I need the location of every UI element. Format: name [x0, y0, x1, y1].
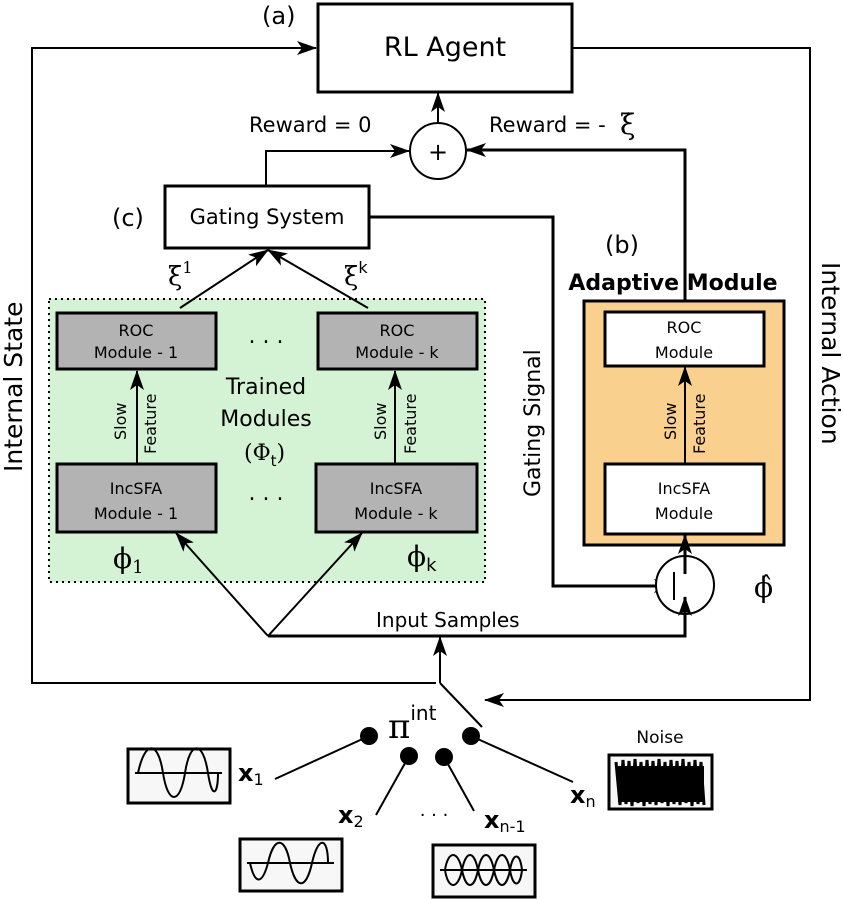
adaptive-roc-module-box — [603, 310, 766, 368]
phi-k-label: ϕk — [407, 540, 437, 576]
label-b: (b) — [605, 231, 639, 259]
roc-module-1-box — [55, 311, 218, 371]
inputs-ellipsis: . . . — [420, 800, 449, 821]
sum-symbol: + — [428, 138, 448, 166]
input-wire-1 — [274, 735, 370, 780]
rl-agent-title: RL Agent — [384, 32, 506, 63]
waveform-x1 — [126, 747, 232, 805]
adaptive-slow-label: Slow — [661, 403, 680, 440]
xi-1-label: ξ1 — [168, 258, 193, 292]
feature-label-1: Feature — [141, 394, 160, 454]
rl-agent-box — [316, 2, 574, 94]
x1-label: x1 — [238, 759, 264, 789]
input-wire-n1 — [443, 756, 475, 812]
internal-state-label: Internal State — [0, 302, 28, 472]
roc-ellipsis: . . . — [249, 324, 284, 349]
policy-switch-arm — [439, 682, 483, 728]
gating-system-box — [163, 184, 371, 250]
internal-action-label: Internal Action — [816, 262, 843, 445]
adaptive-incsfa-module-box — [603, 462, 766, 536]
internal-action-line — [484, 47, 811, 707]
slow-label-k: Slow — [371, 403, 390, 440]
waveform-xn1 — [431, 843, 537, 899]
incsfa-ellipsis: . . . — [249, 481, 284, 506]
waveform-noise — [607, 753, 714, 811]
gating-signal-label: Gating Signal — [521, 349, 546, 497]
input-to-incsfa-k-arrow — [267, 532, 363, 637]
noise-label: Noise — [636, 728, 683, 748]
phi-hat-label: ϕ̂ — [754, 571, 773, 604]
adaptive-feature-label: Feature — [690, 394, 709, 454]
xn1-label: xn-1 — [484, 806, 526, 836]
adaptive-module-title: Adaptive Module — [568, 271, 777, 296]
trained-modules-symbol: (Φt) — [244, 441, 285, 470]
phi-1-label: ϕ1 — [113, 542, 144, 578]
gating-signal-line — [370, 215, 674, 593]
incsfa-module-1-box — [55, 462, 218, 534]
input-to-incsfa-1-arrow — [175, 532, 269, 637]
input-wire-2 — [375, 755, 410, 816]
xi-k-label: ξk — [344, 258, 368, 292]
waveform-x2 — [238, 837, 344, 893]
input-wire-n — [470, 735, 574, 783]
xi1-arrow — [179, 249, 269, 309]
input-samples-label: Input Samples — [376, 608, 520, 632]
roc-module-k-box — [316, 311, 479, 371]
gating-system-title: Gating System — [190, 205, 345, 229]
label-c: (c) — [112, 204, 144, 232]
reward-neg-symbol: ξ̇ — [620, 108, 635, 141]
xik-arrow — [267, 249, 369, 309]
incsfa-module-k-box — [314, 462, 479, 534]
slow-label-1: Slow — [111, 403, 130, 440]
input-samples-bus — [268, 596, 692, 638]
reward-neg-label: Reward = - — [489, 113, 606, 137]
policy-label: πint — [388, 701, 437, 747]
feature-label-k: Feature — [401, 394, 420, 454]
gating-to-sum-line — [265, 144, 410, 185]
adaptive-to-sum-line — [466, 143, 687, 312]
x2-label: x2 — [338, 801, 364, 831]
reward-zero-label: Reward = 0 — [249, 113, 372, 137]
label-a: (a) — [262, 2, 295, 30]
xn-label: xn — [570, 781, 596, 811]
internal-state-line — [31, 41, 436, 684]
